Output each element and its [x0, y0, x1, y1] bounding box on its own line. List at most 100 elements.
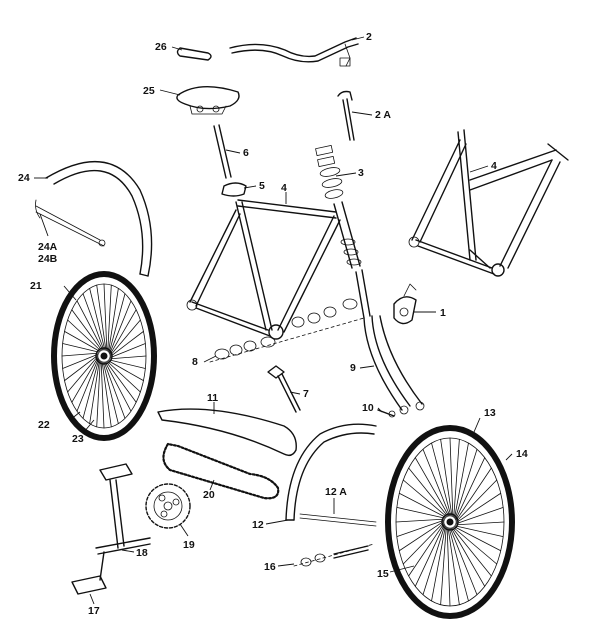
- rear-wheel-spoke: [89, 359, 100, 425]
- label-26: 26: [155, 41, 167, 53]
- label-1: 1: [440, 307, 446, 319]
- front-wheel-spoke: [414, 523, 445, 587]
- rear-wheel-spoke: [71, 309, 103, 351]
- label-8: 8: [192, 356, 198, 368]
- rear-wheel-spoke: [103, 283, 108, 352]
- label-4-frame: 4: [281, 182, 287, 194]
- label-15: 15: [377, 568, 389, 580]
- alternate-frame: [408, 129, 569, 277]
- rear-wheel-spoke: [101, 361, 112, 428]
- rear-wheel-spoke: [105, 361, 137, 403]
- front-wheel-spoke: [455, 492, 502, 524]
- front-wheel-spoke: [454, 525, 504, 537]
- label-17: 17: [88, 605, 100, 617]
- label-24b: 24B: [38, 253, 58, 265]
- label-11: 11: [207, 392, 218, 404]
- label-3: 3: [358, 167, 364, 179]
- front-hub-parts: [293, 543, 375, 567]
- rear-wheel-spoke: [64, 354, 99, 382]
- label-6: 6: [243, 147, 249, 159]
- front-wheel-spoke: [440, 526, 447, 606]
- rear-wheel-spoke: [96, 284, 107, 351]
- front-wheel-spoke: [449, 527, 478, 596]
- front-wheel-spoke: [408, 522, 445, 577]
- front-wheel: [385, 425, 515, 619]
- label-16: 16: [264, 561, 276, 573]
- front-fender: [285, 423, 377, 521]
- front-wheel-spoke: [455, 457, 486, 521]
- brake-caliper: [393, 283, 417, 325]
- kickstand: [267, 365, 301, 413]
- front-wheel-spoke: [453, 438, 460, 518]
- handlebar-grip: [176, 47, 212, 61]
- rear-wheel-spoke: [106, 360, 141, 393]
- rear-wheel-spoke: [109, 343, 146, 359]
- label-10: 10: [362, 402, 374, 414]
- handlebar: [229, 37, 359, 67]
- rear-wheel-spoke: [62, 353, 99, 369]
- label-23: 23: [72, 433, 84, 445]
- label-21: 21: [30, 280, 42, 292]
- front-wheel-spoke: [454, 448, 478, 520]
- front-wheel-spoke: [414, 457, 450, 517]
- front-wheel-spoke: [448, 527, 469, 602]
- main-frame: [186, 199, 362, 340]
- part-labels: 26 2 25 2 A 6 3 5 4 4 24 24A 24B 21 1 8 …: [18, 31, 528, 617]
- rear-wheel-spoke: [71, 356, 99, 403]
- rear-wheel-spoke: [100, 360, 105, 429]
- front-wheel-spoke: [440, 438, 453, 517]
- front-wheel-spoke: [455, 479, 498, 523]
- chain-guard: [157, 408, 297, 457]
- front-wheel-spoke: [402, 479, 448, 518]
- rear-wheel-spoke: [107, 360, 144, 382]
- rear-wheel-spoke: [107, 284, 112, 352]
- rear-wheel-spoke: [109, 300, 132, 355]
- front-wheel-spoke: [450, 527, 486, 587]
- pedals: [71, 463, 133, 595]
- label-24: 24: [18, 172, 30, 184]
- front-wheel-spoke: [454, 442, 469, 519]
- rear-wheel-spoke: [82, 293, 105, 351]
- label-25: 25: [143, 85, 155, 97]
- front-wheel-spoke: [408, 467, 449, 517]
- front-fork: [355, 269, 425, 415]
- label-13: 13: [484, 407, 496, 419]
- rear-wheel-spoke: [109, 309, 137, 356]
- leader-lines: [34, 36, 513, 605]
- rear-wheel-spoke: [61, 352, 100, 357]
- front-wheel-spoke: [453, 526, 502, 552]
- saddle: [176, 85, 240, 115]
- front-wheel-spoke: [395, 518, 446, 523]
- front-wheel-spoke: [402, 521, 445, 565]
- front-wheel-spoke: [452, 526, 498, 565]
- crank-arm: [95, 479, 151, 581]
- front-wheel-spoke: [422, 448, 451, 517]
- front-fender-stay: [299, 513, 377, 527]
- front-wheel-spoke: [449, 437, 454, 518]
- rear-wheel-spoke: [64, 330, 101, 352]
- label-12a: 12 A: [325, 486, 347, 498]
- headset-parts: [315, 145, 344, 199]
- rear-wheel-spoke: [102, 361, 119, 425]
- rear-wheel-spoke: [108, 359, 146, 369]
- rear-wheel-spoke: [76, 357, 99, 412]
- rear-wheel-spoke: [82, 358, 100, 419]
- label-4-alt-frame: 4: [491, 160, 497, 172]
- rear-wheel-spoke: [67, 355, 99, 393]
- label-9: 9: [350, 362, 356, 374]
- front-wheel-spoke: [455, 507, 504, 525]
- rear-wheel-spoke: [108, 287, 119, 353]
- handlebar-stem: [337, 90, 355, 141]
- rear-wheel-spoke: [103, 361, 126, 419]
- fender-stays: [35, 199, 106, 247]
- label-20: 20: [203, 489, 215, 501]
- label-19: 19: [183, 539, 195, 551]
- rear-wheel-spoke: [67, 319, 102, 352]
- rear-wheel-spoke: [62, 343, 100, 353]
- rear-wheel: [51, 271, 157, 441]
- front-wheel-spoke: [446, 526, 451, 607]
- rear-wheel-spoke: [109, 319, 141, 357]
- label-12: 12: [252, 519, 264, 531]
- rear-wheel-spoke: [108, 355, 147, 360]
